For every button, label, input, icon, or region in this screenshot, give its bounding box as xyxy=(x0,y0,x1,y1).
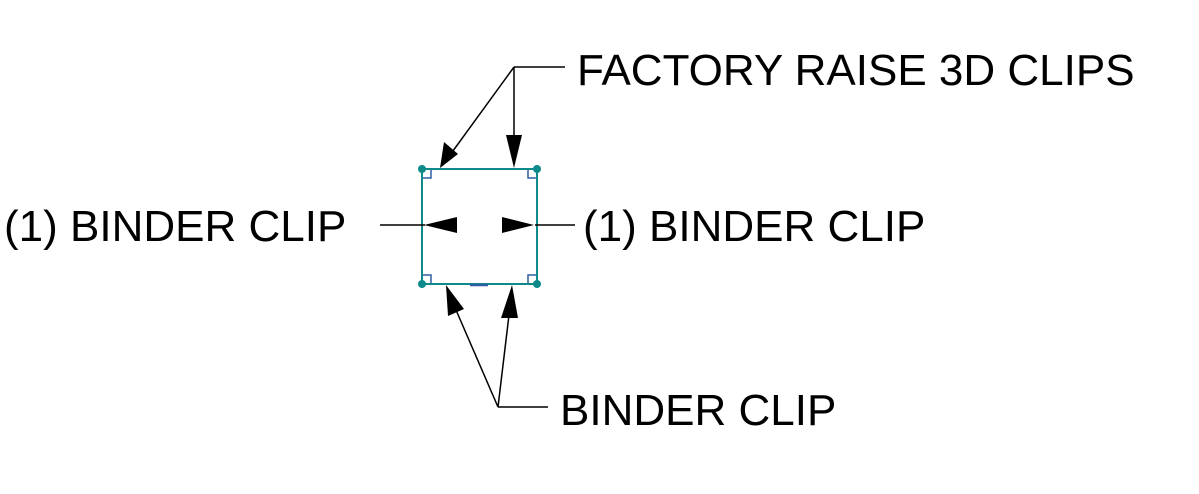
arrowhead-bottom-left xyxy=(446,285,464,316)
leader-bottom xyxy=(455,309,548,408)
arrowhead-left xyxy=(424,217,457,233)
corner-marker-top-right xyxy=(527,170,536,179)
arrowhead-top-left xyxy=(440,142,458,168)
label-right: (1) BINDER CLIP xyxy=(583,202,925,251)
arrowhead-right xyxy=(502,217,534,233)
vertex-dot-bottom-left xyxy=(418,280,426,288)
leader-bottom-line-left xyxy=(455,309,499,408)
leader-top xyxy=(449,66,565,156)
label-bottom: BINDER CLIP xyxy=(560,386,836,435)
leader-top-line-left xyxy=(449,66,515,156)
panel xyxy=(418,165,541,288)
corner-marker-top-left xyxy=(423,170,432,179)
leader-bottom-line-right xyxy=(497,314,510,408)
vertex-dot-top-right xyxy=(533,165,541,173)
label-left: (1) BINDER CLIP xyxy=(4,202,346,251)
vertex-dot-bottom-right xyxy=(533,280,541,288)
vertex-dot-top-left xyxy=(418,165,426,173)
arrowhead-bottom-right xyxy=(501,285,518,318)
corner-marker-bottom-left xyxy=(423,274,432,283)
label-top: FACTORY RAISE 3D CLIPS xyxy=(577,46,1135,95)
arrowhead-top-right xyxy=(506,135,522,168)
corner-marker-bottom-right xyxy=(527,274,536,283)
